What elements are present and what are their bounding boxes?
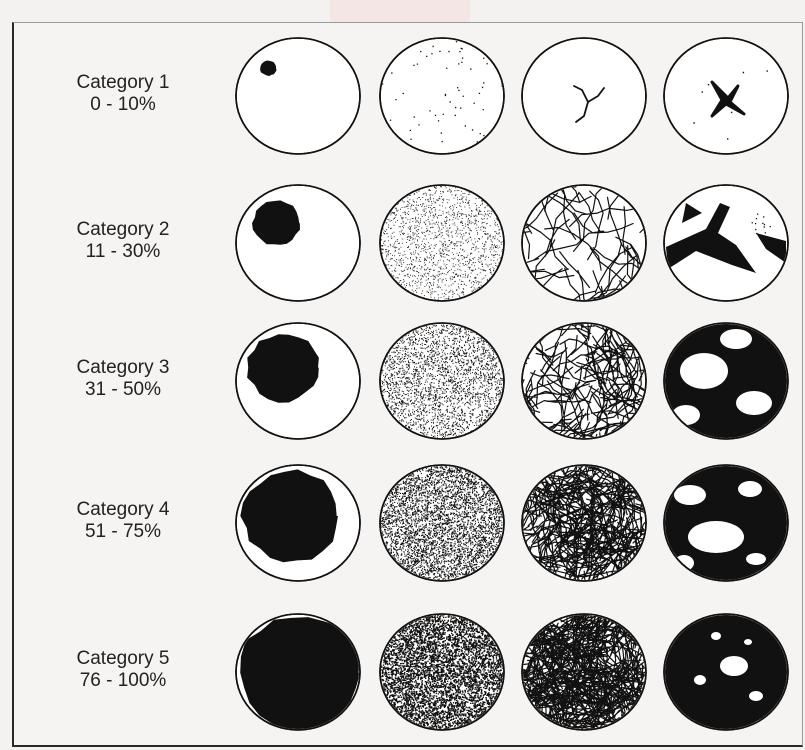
pattern-cell	[660, 181, 792, 305]
category-row: Category 451 - 75%	[14, 455, 802, 595]
pattern-cell	[232, 319, 364, 443]
pattern-cell	[518, 610, 650, 734]
pattern-circle-solid-spot	[232, 181, 364, 305]
pattern-cell	[518, 319, 650, 443]
category-label: Category 576 - 100%	[38, 648, 208, 692]
category-row: Category 10 - 10%	[14, 31, 802, 171]
pattern-circle-branching-blotch	[660, 610, 792, 734]
category-name: Category 5	[38, 648, 208, 670]
category-label: Category 451 - 75%	[38, 499, 208, 543]
pattern-cell	[518, 34, 650, 158]
category-range: 31 - 50%	[38, 379, 208, 401]
category-name: Category 1	[38, 72, 208, 94]
category-range: 11 - 30%	[38, 241, 208, 263]
pattern-circle-crack-network	[518, 610, 650, 734]
category-row: Category 576 - 100%	[14, 597, 802, 737]
pattern-cell	[376, 34, 508, 158]
pattern-cell	[232, 461, 364, 585]
pattern-cell	[232, 181, 364, 305]
category-row: Category 211 - 30%	[14, 173, 802, 313]
pattern-cell	[376, 181, 508, 305]
pattern-cell	[376, 461, 508, 585]
category-range: 76 - 100%	[38, 670, 208, 692]
pattern-circle-stipple-dots	[376, 461, 508, 585]
pattern-cell	[660, 34, 792, 158]
pattern-circle-branching-blotch	[660, 319, 792, 443]
pattern-circle-stipple-dots	[376, 181, 508, 305]
pattern-circle-stipple-dots	[376, 610, 508, 734]
pattern-cell	[660, 461, 792, 585]
category-label: Category 211 - 30%	[38, 219, 208, 263]
pattern-circle-crack-network	[518, 181, 650, 305]
pattern-circle-branching-blotch	[660, 34, 792, 158]
pattern-circle-crack-network	[518, 34, 650, 158]
pattern-circle-branching-blotch	[660, 461, 792, 585]
category-name: Category 4	[38, 499, 208, 521]
pattern-circle-stipple-dots	[376, 319, 508, 443]
pattern-circle-solid-spot	[232, 319, 364, 443]
pattern-circle-stipple-dots	[376, 34, 508, 158]
category-range: 0 - 10%	[38, 94, 208, 116]
pattern-circle-solid-spot	[232, 34, 364, 158]
pattern-circle-crack-network	[518, 461, 650, 585]
pattern-circle-solid-spot	[232, 610, 364, 734]
pattern-circle-solid-spot	[232, 461, 364, 585]
pattern-cell	[376, 610, 508, 734]
category-name: Category 3	[38, 357, 208, 379]
pattern-circle-branching-blotch	[660, 181, 792, 305]
pattern-cell	[518, 181, 650, 305]
category-label: Category 10 - 10%	[38, 72, 208, 116]
diagram-frame: Category 10 - 10%Category 211 - 30%Categ…	[12, 22, 803, 747]
pattern-cell	[232, 34, 364, 158]
category-label: Category 331 - 50%	[38, 357, 208, 401]
pattern-cell	[376, 319, 508, 443]
pattern-circle-crack-network	[518, 319, 650, 443]
category-range: 51 - 75%	[38, 521, 208, 543]
pattern-cell	[660, 319, 792, 443]
category-name: Category 2	[38, 219, 208, 241]
pattern-cell	[660, 610, 792, 734]
pattern-cell	[518, 461, 650, 585]
category-row: Category 331 - 50%	[14, 313, 802, 453]
pattern-cell	[232, 610, 364, 734]
